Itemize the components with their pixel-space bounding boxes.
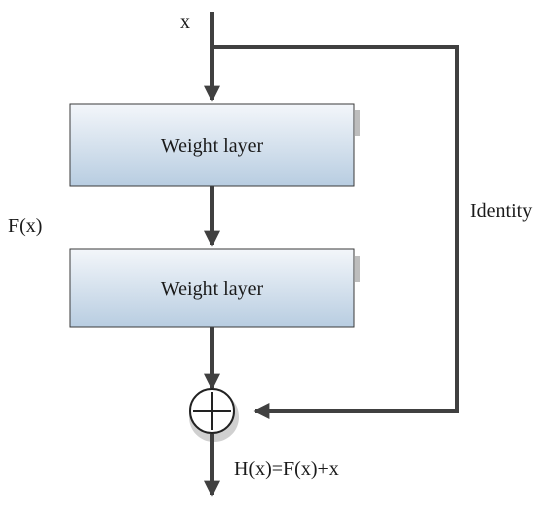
weight-layer-1-label: Weight layer: [161, 135, 264, 157]
input-label: x: [180, 11, 190, 33]
weight-layer-2: Weight layer: [69, 248, 360, 328]
circled-plus-icon: [189, 388, 239, 442]
weight-layer-1: Weight layer: [69, 103, 360, 187]
identity-label: Identity: [470, 200, 532, 222]
identity-skip-connection: [212, 45, 459, 419]
residual-function-label: F(x): [8, 215, 42, 237]
weight-layer-2-label: Weight layer: [161, 278, 264, 300]
output-label: H(x)=F(x)+x: [234, 458, 339, 480]
